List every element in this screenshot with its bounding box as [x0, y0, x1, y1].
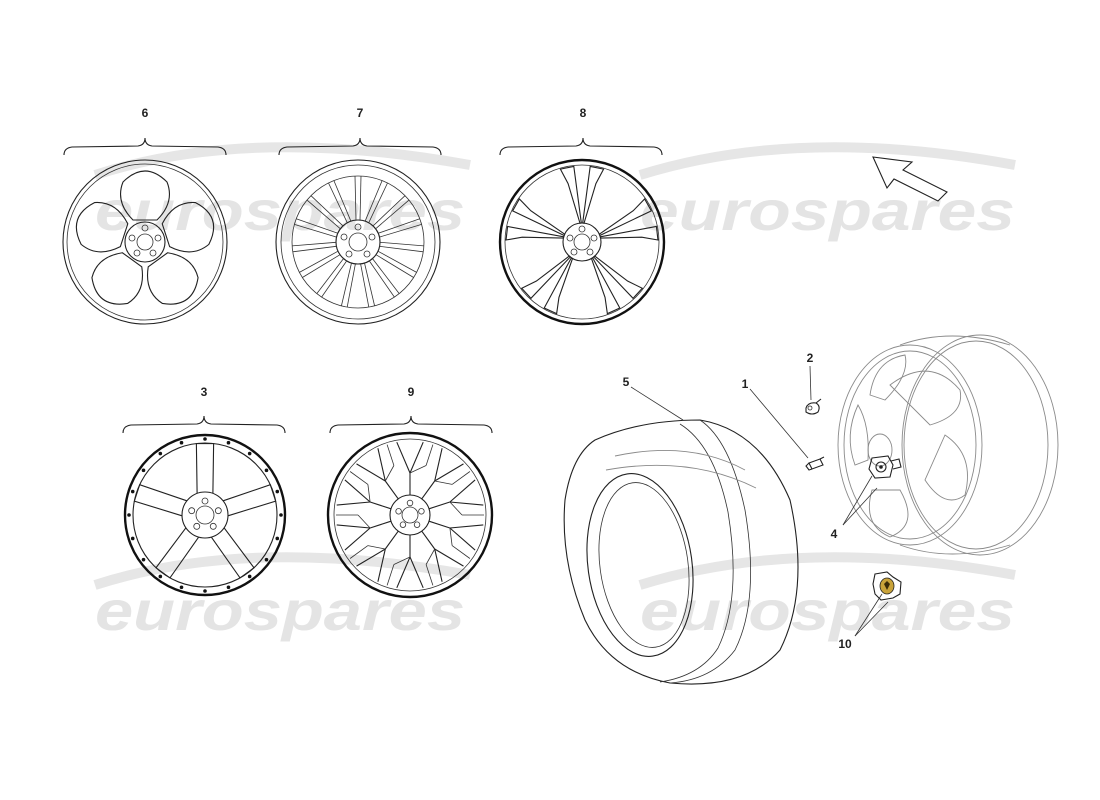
center-cap-10: [872, 571, 902, 601]
callout-10: 10: [838, 637, 852, 651]
wheel-rim-3: [123, 433, 287, 597]
callout-4: 4: [831, 527, 838, 541]
group-brackets: [63, 137, 663, 434]
callout-9: 9: [408, 385, 415, 399]
callout-2: 2: [807, 351, 814, 365]
callout-3: 3: [201, 385, 208, 399]
wheel-rim-6: [62, 159, 228, 325]
valve-cap-2: [805, 398, 822, 415]
direction-arrow-icon: [872, 156, 948, 202]
valve-stem-1: [805, 456, 825, 471]
leader-lines: [630, 365, 889, 637]
callout-6: 6: [142, 106, 149, 120]
watermark-text: eurospares: [95, 579, 465, 642]
wheel-rim-8: [498, 158, 666, 326]
callout-8: 8: [580, 106, 587, 120]
callout-1: 1: [742, 377, 749, 391]
callout-labels: 6 7 8 3 9 5 1 2 4 10: [142, 106, 852, 651]
watermark: eurospares eurospares eurospares eurospa…: [93, 142, 1016, 642]
hub-nut-4: [868, 455, 902, 479]
wheel-rim-9: [326, 431, 494, 599]
callout-7: 7: [357, 106, 364, 120]
callout-5: 5: [623, 375, 630, 389]
tyre-5: [563, 419, 799, 685]
wheel-rim-7: [275, 159, 441, 325]
watermark-text: eurospares: [95, 179, 465, 242]
watermark-text: eurospares: [640, 179, 1015, 242]
watermark-text: eurospares: [640, 579, 1015, 642]
fitted-wheel-assembly: [837, 334, 1059, 556]
